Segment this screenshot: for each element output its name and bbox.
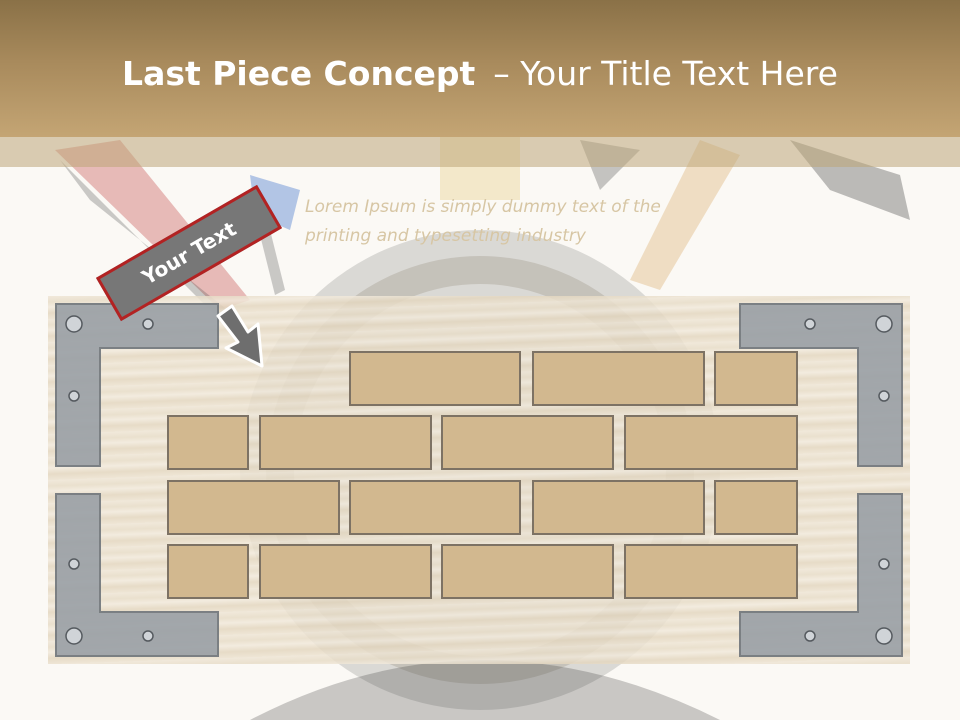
brick[interactable]	[167, 544, 249, 599]
brick[interactable]	[714, 480, 798, 535]
brick[interactable]	[624, 415, 798, 470]
brick[interactable]	[441, 415, 614, 470]
brick[interactable]	[532, 480, 705, 535]
arrow-down-right-icon	[216, 304, 264, 368]
body-text-line-1: Lorem Ipsum is simply dummy text of the	[305, 197, 661, 217]
brick[interactable]	[167, 415, 249, 470]
corner-brackets	[55, 303, 903, 657]
brick[interactable]	[259, 415, 432, 470]
header-bar	[0, 0, 960, 137]
title-rest: – Your Title Text Here	[493, 54, 838, 93]
brick[interactable]	[441, 544, 614, 599]
page-title: Last Piece Concept – Your Title Text Here	[0, 52, 960, 96]
brick[interactable]	[349, 351, 521, 406]
brick[interactable]	[259, 544, 432, 599]
body-text-line-2: printing and typesetting industry	[305, 226, 586, 246]
body-text: Lorem Ipsum is simply dummy text of the …	[305, 193, 725, 251]
header-band	[0, 137, 960, 167]
brick[interactable]	[349, 480, 521, 535]
brick[interactable]	[624, 544, 798, 599]
brick[interactable]	[167, 480, 340, 535]
brick[interactable]	[714, 351, 798, 406]
title-bold: Last Piece Concept	[122, 54, 476, 93]
brick[interactable]	[532, 351, 705, 406]
